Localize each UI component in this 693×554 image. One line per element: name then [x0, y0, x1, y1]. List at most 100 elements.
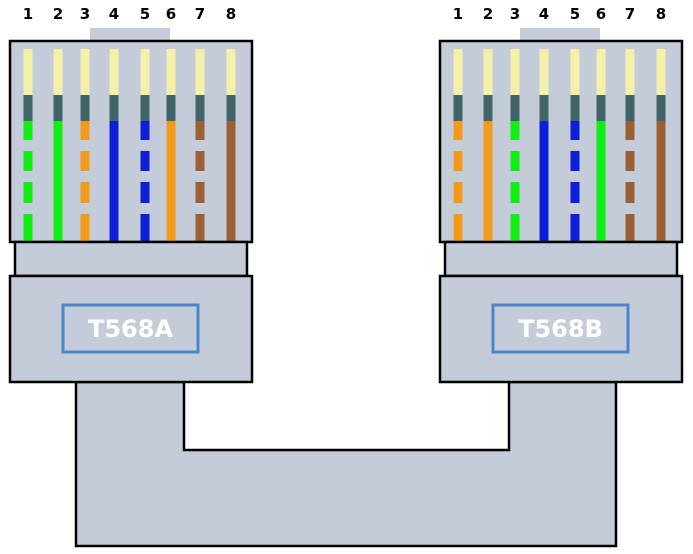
pin-block: [438, 39, 684, 244]
wire-stripe-segment: [23, 214, 33, 241]
pin-number-1: 1: [453, 5, 463, 23]
pin-contact-tip: [226, 49, 236, 95]
wire-solid: [226, 121, 236, 241]
pin-contact-tip: [140, 49, 150, 95]
pin-number-5: 5: [570, 5, 580, 23]
wire-stripe-segment: [510, 182, 520, 203]
pin-number-3: 3: [80, 5, 90, 23]
wire-stripe-segment: [625, 214, 635, 241]
pin-number-1: 1: [23, 5, 33, 23]
wire-pins: [23, 49, 236, 241]
pin-contact-band: [140, 95, 150, 121]
pin-contact-band: [166, 95, 176, 121]
wire-stripe-segment: [140, 151, 150, 171]
wire-stripe-segment: [625, 151, 635, 171]
cable-body: [74, 380, 618, 548]
pin-contact-tip: [53, 49, 63, 95]
wire-stripe-segment: [453, 151, 463, 171]
pin-contact-tip: [453, 49, 463, 95]
wire-stripe-segment: [195, 214, 205, 241]
wire-pins: [453, 49, 666, 241]
pin-contact-band: [109, 95, 119, 121]
wire-stripe-segment: [80, 182, 90, 203]
connector-neck: [13, 240, 249, 278]
wire-pin-4: [109, 49, 119, 241]
connector-housing: [438, 274, 684, 384]
wire-stripe-segment: [570, 182, 580, 203]
standard-label-box: [491, 303, 630, 354]
pin-contact-tip: [539, 49, 549, 95]
connector-latch: [90, 28, 170, 41]
pin-contact-band: [23, 95, 33, 121]
wire-stripe-segment: [195, 121, 205, 140]
wire-pin-1: [453, 49, 463, 241]
wire-solid: [109, 121, 119, 241]
wire-stripe-segment: [195, 151, 205, 171]
wire-stripe-segment: [453, 182, 463, 203]
pin-contact-tip: [23, 49, 33, 95]
wire-stripe-segment: [453, 214, 463, 241]
pin-contact-band: [570, 95, 580, 121]
pin-contact-tip: [625, 49, 635, 95]
wire-stripe-segment: [23, 121, 33, 140]
wire-stripe-segment: [80, 121, 90, 140]
wire-pin-3: [80, 49, 90, 241]
pin-contact-band: [510, 95, 520, 121]
wire-pin-1: [23, 49, 33, 241]
wire-stripe-segment: [510, 214, 520, 241]
pin-contact-band: [596, 95, 606, 121]
pin-contact-band: [656, 95, 666, 121]
wire-stripe-segment: [80, 214, 90, 241]
pin-contact-tip: [483, 49, 493, 95]
pin-contact-band: [539, 95, 549, 121]
wire-stripe-segment: [570, 151, 580, 171]
pin-number-5: 5: [140, 5, 150, 23]
pin-contact-tip: [195, 49, 205, 95]
pin-number-4: 4: [539, 5, 549, 23]
wire-solid: [166, 121, 176, 241]
wire-pin-3: [510, 49, 520, 241]
wire-pin-5: [570, 49, 580, 241]
wire-stripe-segment: [140, 214, 150, 241]
pin-block: [8, 39, 254, 244]
connector-housing: [8, 274, 254, 384]
pin-contact-band: [53, 95, 63, 121]
pin-contact-tip: [80, 49, 90, 95]
wire-stripe-segment: [570, 121, 580, 140]
connector-latch: [520, 28, 600, 41]
standard-label: T568B: [518, 315, 603, 343]
pin-number-8: 8: [226, 5, 236, 23]
wire-pin-8: [656, 49, 666, 241]
wire-stripe-segment: [625, 121, 635, 140]
wire-solid: [656, 121, 666, 241]
pin-number-2: 2: [483, 5, 493, 23]
wire-stripe-segment: [23, 151, 33, 171]
wire-stripe-segment: [140, 182, 150, 203]
wire-stripe-segment: [140, 121, 150, 140]
pin-number-8: 8: [656, 5, 666, 23]
wire-pin-2: [53, 49, 63, 241]
wire-pin-7: [625, 49, 635, 241]
wire-stripe-segment: [510, 121, 520, 140]
wire-stripe-segment: [510, 151, 520, 171]
wire-solid: [539, 121, 549, 241]
connector-neck: [443, 240, 679, 278]
pin-number-7: 7: [195, 5, 205, 23]
wire-pin-2: [483, 49, 493, 241]
pin-number-6: 6: [166, 5, 176, 23]
wire-pin-6: [166, 49, 176, 241]
pin-contact-band: [453, 95, 463, 121]
pin-contact-tip: [109, 49, 119, 95]
pin-contact-tip: [570, 49, 580, 95]
pin-number-3: 3: [510, 5, 520, 23]
pin-contact-band: [483, 95, 493, 121]
pin-number-2: 2: [53, 5, 63, 23]
wire-stripe-segment: [625, 182, 635, 203]
wire-pin-5: [140, 49, 150, 241]
wire-stripe-segment: [195, 182, 205, 203]
wire-solid: [53, 121, 63, 241]
wire-solid: [483, 121, 493, 241]
